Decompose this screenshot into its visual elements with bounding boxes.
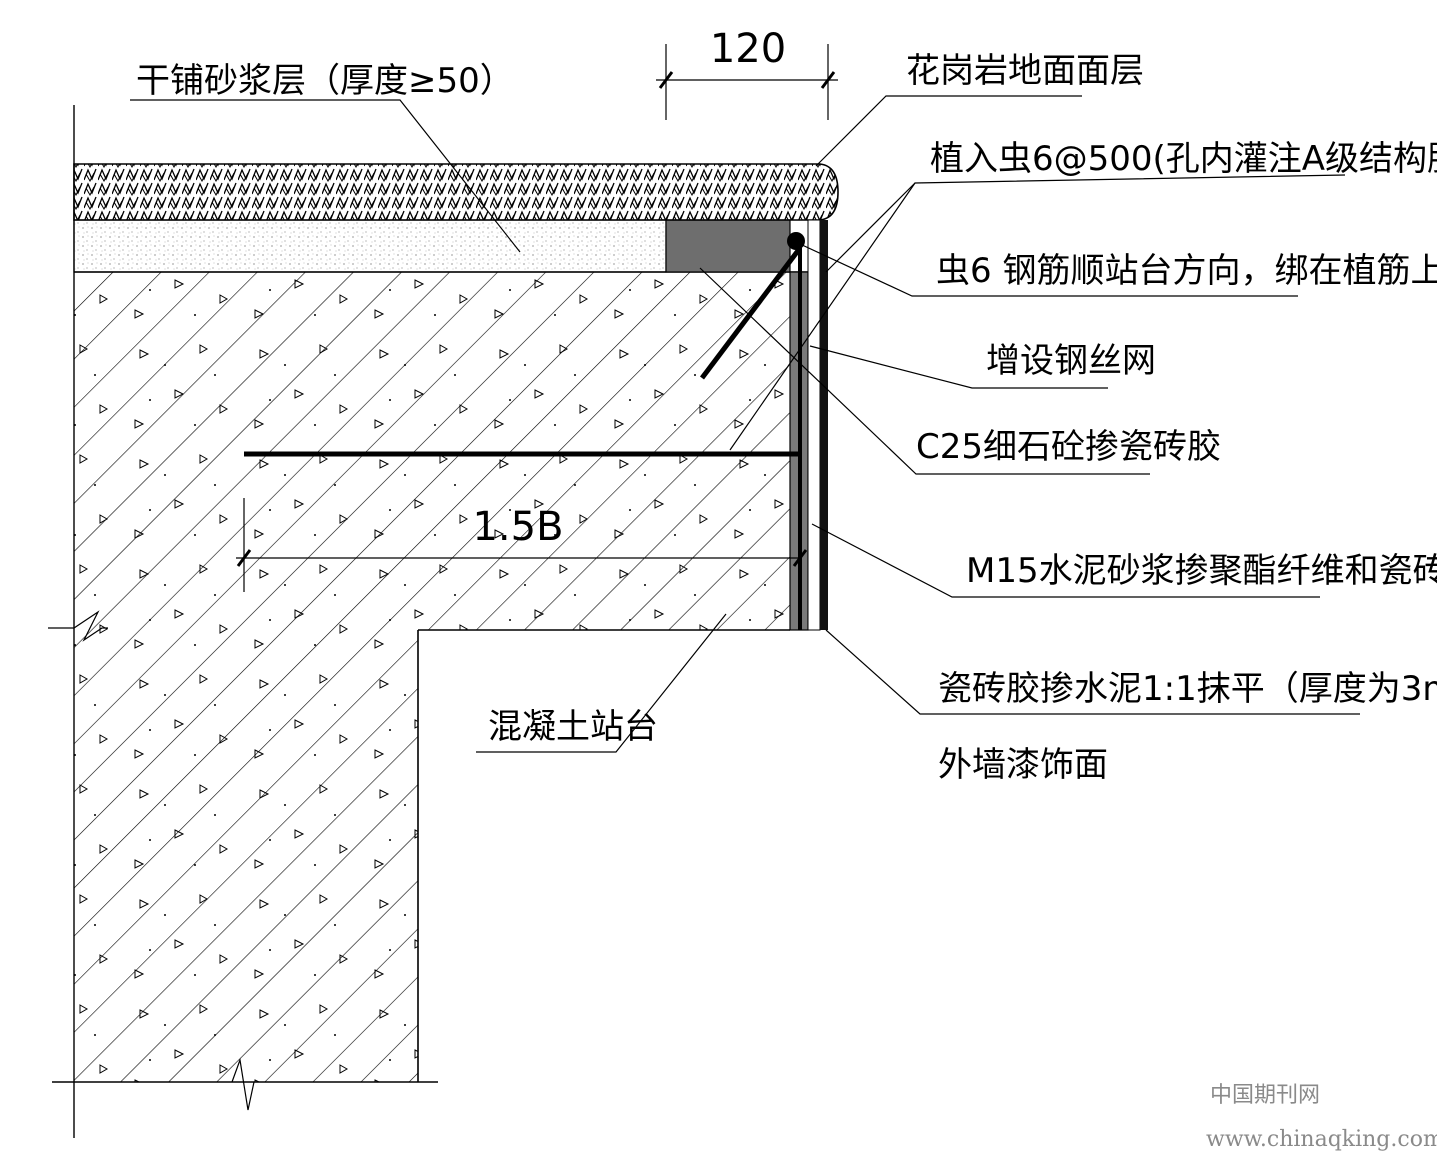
label-planted-bar: 植入虫6@500(孔内灌注A级结构胶) bbox=[930, 139, 1437, 179]
label-c25: C25细石砼掺瓷砖胶 bbox=[916, 427, 1221, 467]
label-m15: M15水泥砂浆掺聚酯纤维和瓷砖胶 bbox=[966, 551, 1437, 591]
dimension-1-5b-label: 1.5B bbox=[472, 504, 563, 550]
wire-mesh-layer bbox=[807, 219, 821, 631]
label-granite: 花岗岩地面面层 bbox=[906, 51, 1144, 91]
label-exterior-paint: 外墙漆饰面 bbox=[938, 745, 1108, 785]
break-symbol-bottom bbox=[231, 1057, 255, 1111]
dimension-1-5b bbox=[236, 498, 808, 592]
watermark-url: www.chinaqking.com bbox=[1206, 1127, 1437, 1152]
label-rebar-along: 虫6 钢筋顺站台方向，绑在植筋上 bbox=[936, 251, 1437, 291]
granite-floor-layer bbox=[73, 163, 839, 221]
label-platform: 混凝土站台 bbox=[488, 707, 658, 747]
label-dry-mortar: 干铺砂浆层（厚度≥50） bbox=[136, 61, 514, 101]
label-tile-glue: 瓷砖胶掺水泥1:1抹平（厚度为3mm） bbox=[938, 669, 1437, 709]
dimension-120 bbox=[656, 44, 838, 120]
dimension-120-label: 120 bbox=[710, 26, 786, 72]
watermark-cn: 中国期刊网 bbox=[1210, 1083, 1320, 1108]
break-symbol-left bbox=[48, 610, 108, 642]
dry-mortar-layer bbox=[73, 219, 667, 273]
concrete-platform-body bbox=[74, 271, 822, 1082]
tile-glue-finish-layer bbox=[820, 220, 828, 630]
diagonal-rebar bbox=[700, 246, 802, 380]
leader-lines bbox=[130, 95, 1360, 753]
longitudinal-rebar-dot bbox=[787, 232, 805, 250]
label-wire-mesh: 增设钢丝网 bbox=[986, 341, 1156, 381]
c25-concrete-block bbox=[665, 219, 791, 273]
